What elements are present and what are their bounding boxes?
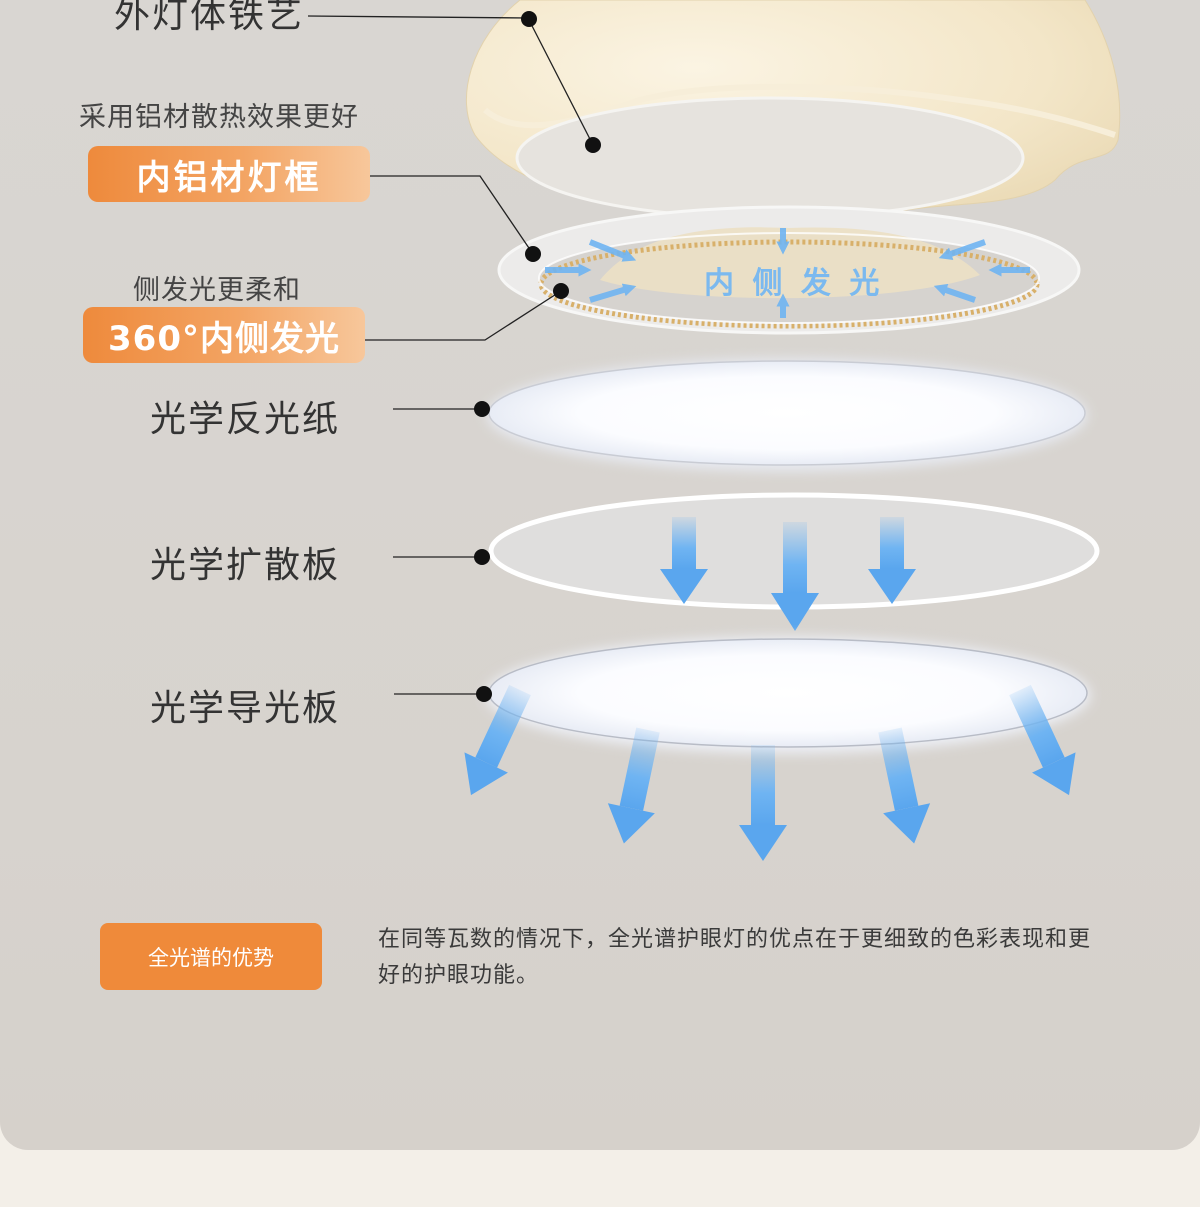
- label-reflect-paper: 光学反光纸: [150, 399, 341, 440]
- reflector-paper: [487, 359, 1087, 471]
- label-aluminum-sub: 采用铝材散热效果更好: [79, 102, 359, 133]
- leader-dots: [474, 11, 601, 702]
- exploded-view-panel: 外灯体铁艺 采用铝材散热效果更好 内铝材灯框 侧发光更柔和 360°内侧发光 内…: [0, 0, 1200, 1150]
- lamp-exploded-diagram: [307, 0, 1121, 861]
- light-guide-plate: [486, 637, 1090, 753]
- advantage-badge: 全光谱的优势: [100, 923, 322, 990]
- label-light-guide: 光学导光板: [150, 688, 341, 729]
- label-side-sub: 侧发光更柔和: [133, 275, 301, 306]
- advantage-description: 在同等瓦数的情况下，全光谱护眼灯的优点在于更细致的色彩表现和更好的护眼功能。: [378, 927, 1092, 988]
- label-outer-frame: 外灯体铁艺: [114, 0, 305, 36]
- badge-360-side-light: 360°内侧发光: [83, 307, 365, 363]
- label-inner-light: 内 侧 发 光: [704, 266, 884, 301]
- output-arrows: [464, 684, 1076, 861]
- label-diffuser: 光学扩散板: [150, 545, 341, 586]
- diffuser-arrows: [660, 517, 916, 631]
- side-light-ring: [497, 205, 1081, 335]
- aluminum-disc: [515, 96, 1025, 220]
- badge-aluminum-frame: 内铝材灯框: [88, 146, 370, 202]
